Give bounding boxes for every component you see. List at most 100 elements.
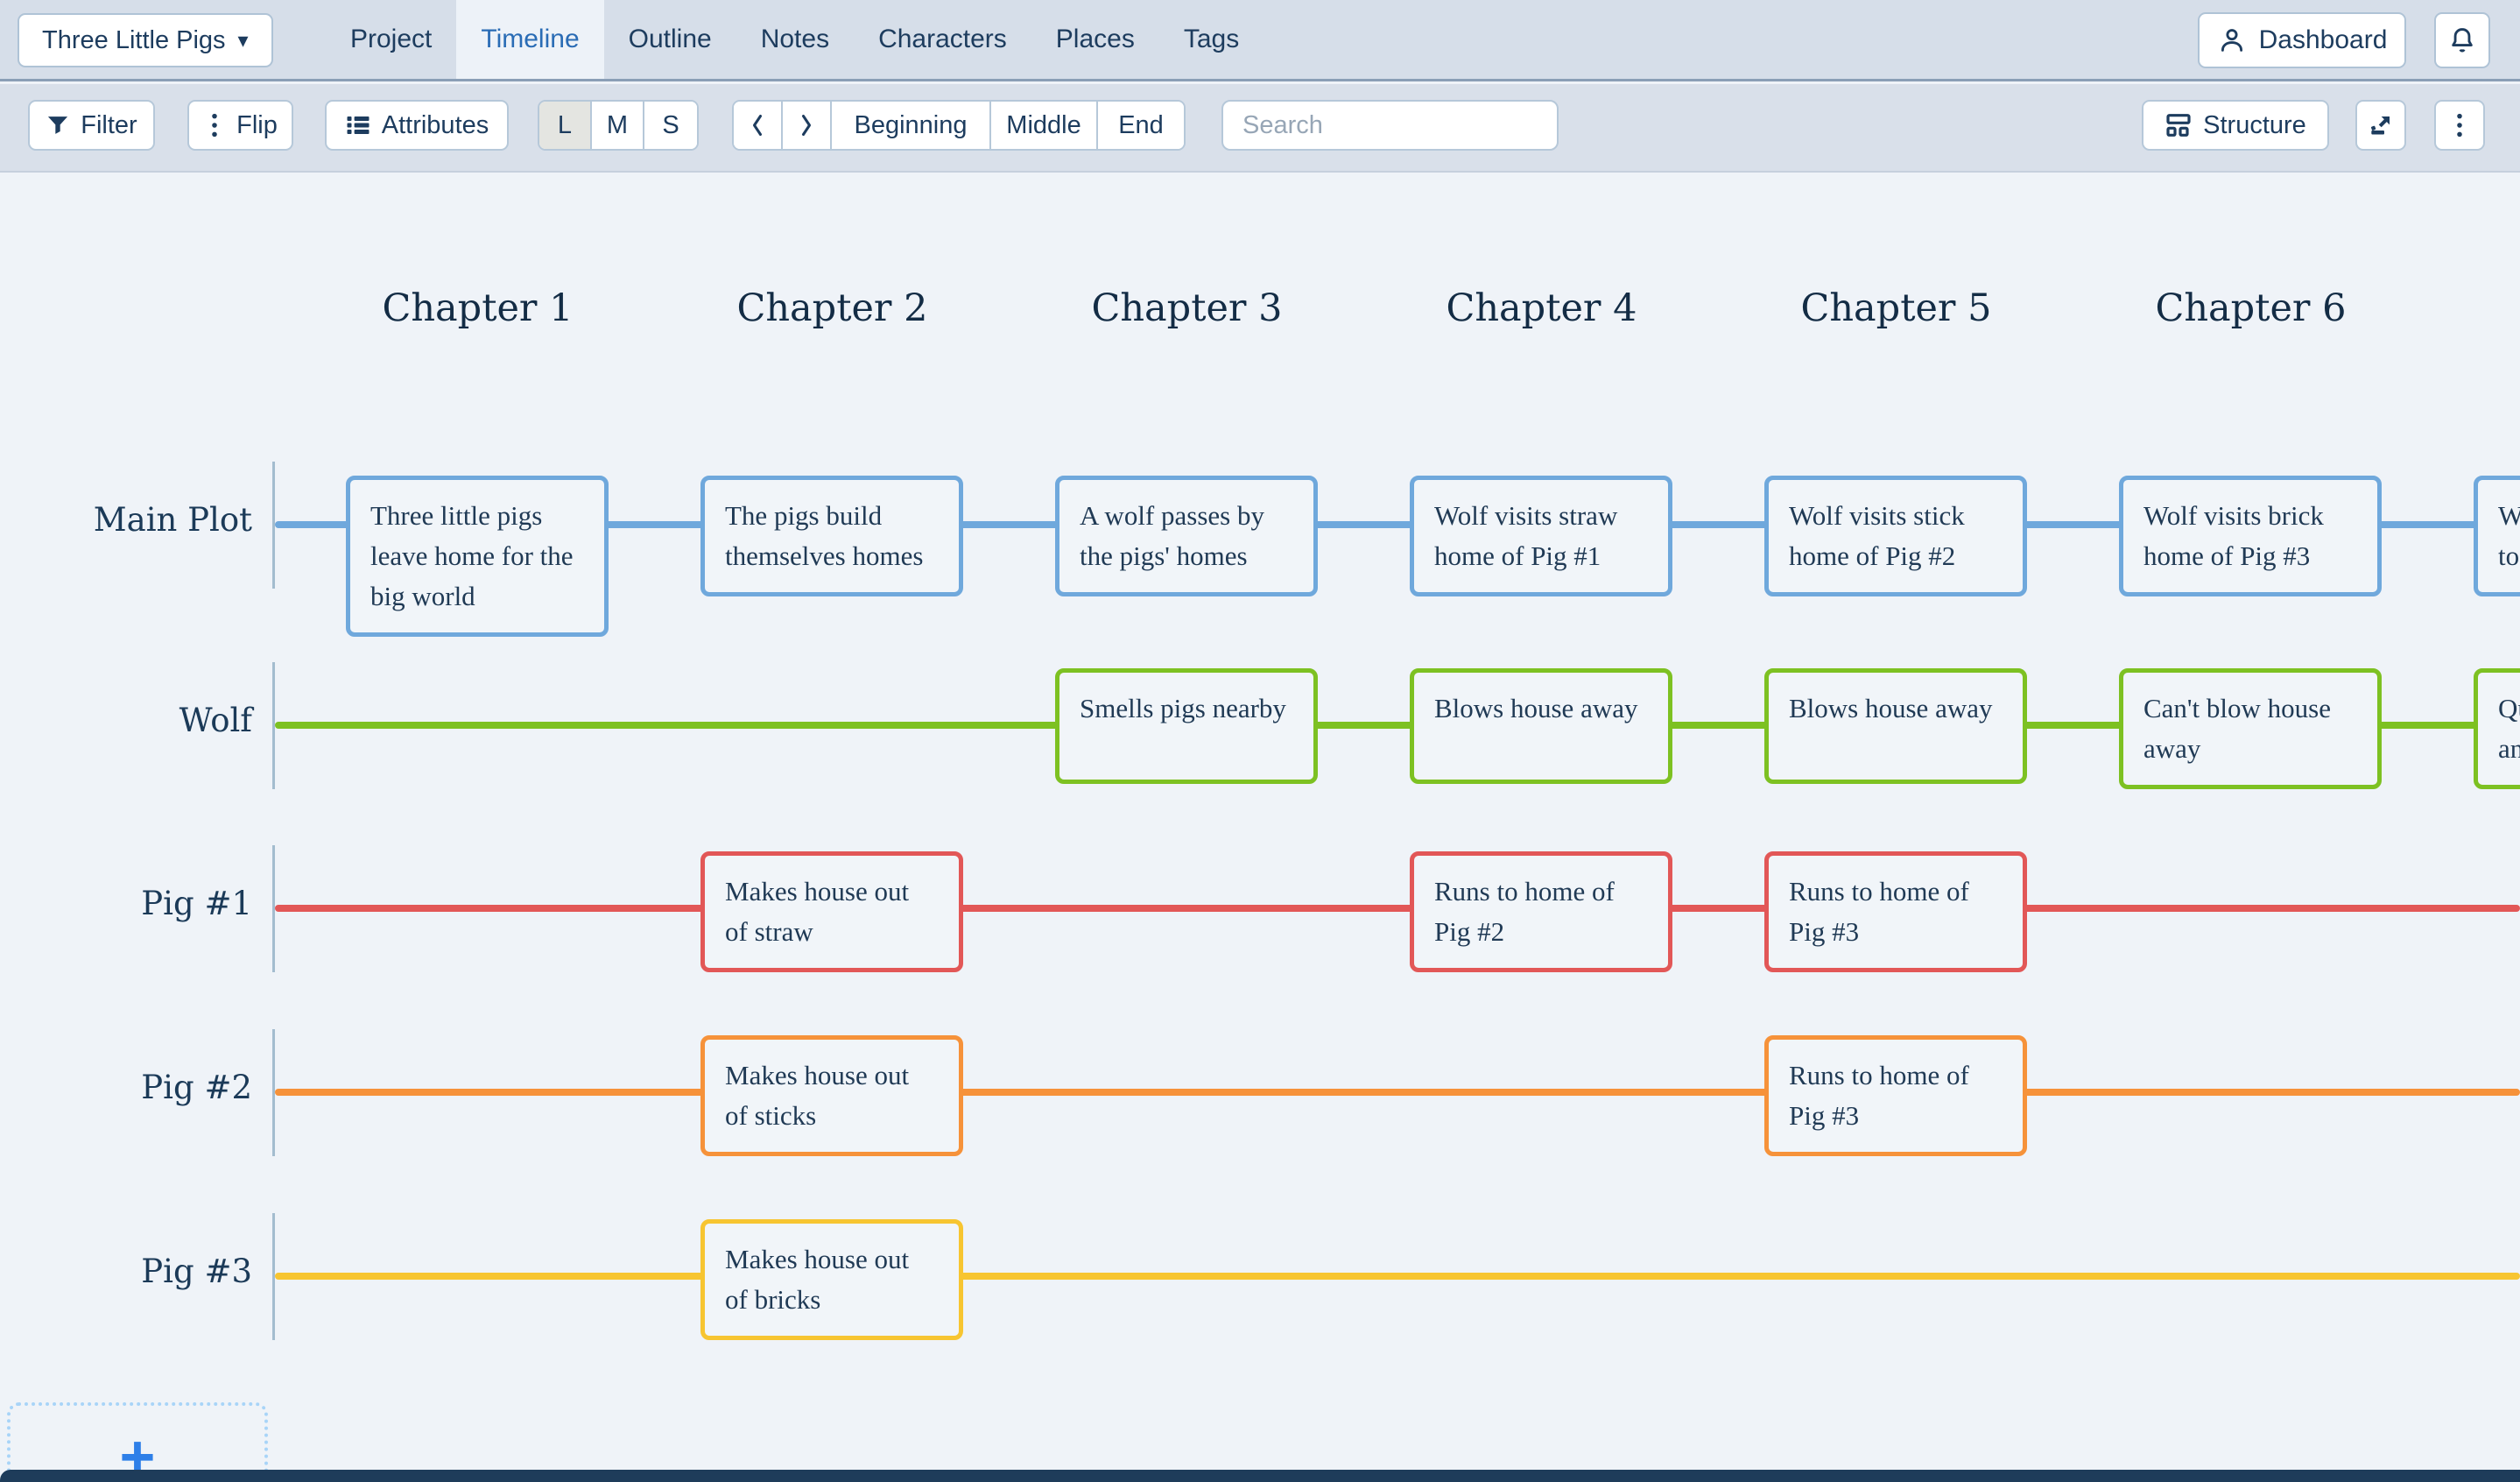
flip-label: Flip bbox=[236, 110, 278, 139]
user-icon bbox=[2217, 25, 2247, 55]
search-input[interactable] bbox=[1221, 100, 1559, 151]
scene-card-text: Wolf visits brick bbox=[2143, 500, 2324, 531]
scene-card-text: Pig #3 bbox=[1789, 1100, 1860, 1131]
tab-outline[interactable]: Outline bbox=[628, 25, 712, 53]
scroll-left-button[interactable] bbox=[734, 102, 783, 149]
chapter-header[interactable]: C bbox=[2428, 286, 2520, 330]
scene-card[interactable]: Blows house away bbox=[1410, 668, 1672, 784]
export-icon bbox=[2367, 111, 2395, 139]
flip-icon bbox=[203, 112, 226, 138]
chapter-header[interactable]: Chapter 3 bbox=[1091, 286, 1283, 330]
size-option-s[interactable]: S bbox=[644, 102, 697, 149]
scene-card[interactable]: Smells pigs nearby bbox=[1055, 668, 1318, 784]
scene-card-text: of bricks bbox=[725, 1284, 821, 1315]
scene-card-text: Wo bbox=[2498, 500, 2520, 531]
scene-card-text: The pigs build bbox=[725, 500, 883, 531]
horizontal-scrollbar[interactable] bbox=[0, 1470, 2520, 1482]
scene-card[interactable]: Wolf visits brick home of Pig #3 bbox=[2119, 476, 2382, 596]
scene-card[interactable]: Runs to home of Pig #3 bbox=[1764, 1035, 2027, 1156]
tab-tags[interactable]: Tags bbox=[1183, 25, 1240, 53]
plotline-line bbox=[275, 1273, 2520, 1280]
chapter-header[interactable]: Chapter 6 bbox=[2155, 286, 2347, 330]
tab-notes[interactable]: Notes bbox=[760, 25, 830, 53]
scene-card-text: the pigs' homes bbox=[1080, 540, 1248, 571]
scene-card-text: to r bbox=[2498, 540, 2520, 571]
scene-card[interactable]: Blows house away bbox=[1764, 668, 2027, 784]
tab-places[interactable]: Places bbox=[1055, 25, 1135, 53]
filter-icon bbox=[46, 113, 70, 138]
scene-card[interactable]: Qu ang bbox=[2474, 668, 2520, 789]
row-divider bbox=[272, 1029, 275, 1156]
attributes-label: Attributes bbox=[381, 110, 489, 139]
chevron-down-icon: ▾ bbox=[237, 28, 249, 53]
notifications-button[interactable] bbox=[2434, 12, 2490, 68]
bell-icon bbox=[2447, 25, 2477, 55]
structure-button[interactable]: Structure bbox=[2142, 100, 2329, 151]
project-switcher-button[interactable]: Three Little Pigs ▾ bbox=[18, 13, 273, 67]
row-divider bbox=[272, 845, 275, 972]
scene-card-text: Pig #2 bbox=[1434, 916, 1505, 947]
attributes-button[interactable]: Attributes bbox=[325, 100, 509, 151]
chapter-header[interactable]: Chapter 5 bbox=[1800, 286, 1992, 330]
scene-card-text: Qu bbox=[2498, 693, 2520, 723]
scene-card-text: home of Pig #1 bbox=[1434, 540, 1601, 571]
structure-icon bbox=[2165, 111, 2193, 139]
scroll-right-button[interactable] bbox=[783, 102, 832, 149]
plotline-label[interactable]: Pig #1 bbox=[141, 885, 252, 922]
scene-card[interactable]: A wolf passes by the pigs' homes bbox=[1055, 476, 1318, 596]
scene-card-text: leave home for the bbox=[370, 540, 574, 571]
structure-label: Structure bbox=[2203, 110, 2306, 139]
project-switcher-label: Three Little Pigs bbox=[42, 25, 226, 54]
tab-timeline[interactable]: Timeline bbox=[456, 0, 604, 79]
tab-project[interactable]: Project bbox=[350, 25, 433, 53]
scene-card-text: Runs to home of bbox=[1789, 876, 1969, 907]
scene-card-text: Can't blow house bbox=[2143, 693, 2331, 723]
scene-card-text: home of Pig #3 bbox=[2143, 540, 2311, 571]
size-option-m[interactable]: M bbox=[592, 102, 644, 149]
plotline-label[interactable]: Pig #3 bbox=[141, 1253, 252, 1290]
row-divider bbox=[272, 462, 275, 589]
plotline-line bbox=[275, 722, 2520, 729]
scene-card-text: A wolf passes by bbox=[1080, 500, 1264, 531]
attributes-list-icon bbox=[345, 112, 371, 138]
jump-middle-button[interactable]: Middle bbox=[991, 102, 1098, 149]
scene-card-text: Smells pigs nearby bbox=[1080, 693, 1286, 723]
more-options-button[interactable] bbox=[2434, 100, 2485, 151]
chapter-header[interactable]: Chapter 2 bbox=[736, 286, 928, 330]
chapter-header[interactable]: Chapter 1 bbox=[382, 286, 574, 330]
plotline-label[interactable]: Pig #2 bbox=[141, 1069, 252, 1106]
scene-card-text: Runs to home of bbox=[1789, 1060, 1969, 1090]
export-button[interactable] bbox=[2355, 100, 2406, 151]
scene-card-text: Blows house away bbox=[1434, 693, 1638, 723]
plotline-label[interactable]: Wolf bbox=[179, 702, 252, 739]
chevron-left-icon bbox=[752, 114, 763, 137]
row-divider bbox=[272, 662, 275, 789]
chapter-header[interactable]: Chapter 4 bbox=[1446, 286, 1637, 330]
main-tabs: Project Timeline Outline Notes Characters Pla… bbox=[326, 0, 1264, 79]
filter-button[interactable]: Filter bbox=[28, 100, 155, 151]
top-navbar: Three Little Pigs ▾ Project Timeline Outli… bbox=[0, 0, 2520, 81]
tab-characters[interactable]: Characters bbox=[878, 25, 1007, 53]
jump-beginning-button[interactable]: Beginning bbox=[832, 102, 991, 149]
size-option-l[interactable]: L bbox=[539, 102, 592, 149]
jump-end-button[interactable]: End bbox=[1098, 102, 1184, 149]
scene-card-text: ang bbox=[2498, 733, 2520, 764]
flip-button[interactable]: Flip bbox=[187, 100, 293, 151]
plotline-label[interactable]: Main Plot bbox=[93, 501, 252, 539]
scene-card-text: Blows house away bbox=[1789, 693, 1993, 723]
scene-card[interactable]: Wo to r bbox=[2474, 476, 2520, 596]
dashboard-button[interactable]: Dashboard bbox=[2198, 12, 2406, 68]
